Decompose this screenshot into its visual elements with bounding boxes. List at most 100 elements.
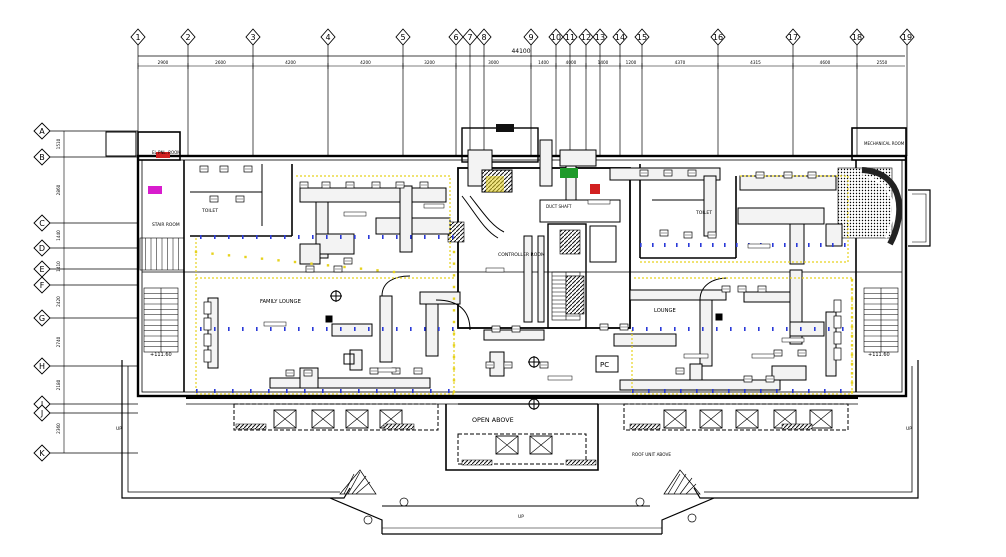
column-spacing-value: 4200 (360, 60, 371, 65)
grid-column-label: 5 (400, 33, 405, 42)
row-spacing-value: 1510 (56, 138, 61, 149)
grid-row-H: H (33, 357, 138, 375)
grid-row-K: K (33, 444, 138, 462)
row-spacing-value: 2740 (56, 336, 61, 347)
diffuser-marks (194, 235, 854, 394)
lounge-label: LOUNGE (654, 308, 676, 314)
grid-column-label: 9 (528, 33, 533, 42)
grid-row-B: B (33, 148, 138, 166)
grid-column-7: 7 (462, 28, 478, 156)
grid-rows: ABCDEFGHIJK (33, 122, 138, 462)
duct-shaft-label: DUCT SHAFT (546, 204, 572, 209)
room-labels: FAMILY LOUNGE LOUNGE TOILET TOILET STAIR… (116, 141, 912, 520)
equipment-color-marks (148, 124, 600, 194)
ffl-left-label: +111.60 (150, 352, 172, 358)
grid-row-E: E (33, 260, 138, 278)
equipment-tag-boxes (263, 199, 805, 381)
grid-row-label: E (39, 265, 44, 274)
row-spacing-value: 2860 (56, 184, 61, 195)
grid-column-8: 8 (476, 28, 492, 156)
column-spacing-value: 3000 (488, 60, 499, 65)
grid-column-label: 15 (637, 33, 647, 42)
ductwork (207, 139, 843, 391)
column-spacing-value: 2900 (158, 60, 169, 65)
grid-column-label: 12 (581, 33, 591, 42)
grid-row-label: D (39, 244, 45, 253)
up-right-label: UP (906, 426, 912, 432)
grid-column-label: 19 (902, 33, 912, 42)
grid-column-label: 18 (852, 33, 862, 42)
grid-row-label: G (39, 314, 45, 323)
grid-column-9: 9 (523, 28, 539, 156)
grid-column-label: 10 (551, 33, 561, 42)
grid-column-label: 17 (788, 33, 798, 42)
grid-column-19: 19 (899, 28, 915, 156)
column-spacing-value: 1400 (598, 60, 609, 65)
grid-column-6: 6 (448, 28, 464, 156)
grid-column-4: 4 (320, 28, 336, 156)
grid-column-label: 3 (250, 33, 255, 42)
column-spacing-value: 4600 (820, 60, 831, 65)
roof-unit-above-label: ROOF UNIT ABOVE (632, 452, 671, 457)
grid-row-label: A (39, 127, 45, 136)
grid-row-label: F (40, 281, 45, 290)
family-lounge-label: FAMILY LOUNGE (260, 299, 301, 305)
grid-column-label: 11 (565, 33, 575, 42)
grid-column-10: 10 (548, 28, 564, 156)
grid-column-11: 11 (562, 28, 578, 156)
grid-column-16: 16 (710, 28, 726, 156)
column-spacing-value: 4315 (750, 60, 761, 65)
grid-row-F: F (33, 276, 138, 294)
grid-row-A: A (33, 122, 138, 140)
row-spacing-dimensions: 1510 2860 1440 1410 2420 2740 2180 2360 (56, 131, 65, 453)
ornamental-planters (339, 469, 701, 525)
symbols (325, 290, 723, 410)
grid-column-label: 8 (481, 33, 486, 42)
hatched-areas (447, 167, 893, 315)
building-walls (105, 127, 931, 535)
grid-row-J: J (33, 404, 138, 422)
grid-column-2: 2 (180, 28, 196, 156)
controller-room-label: CONTROLLER ROOM (498, 252, 545, 258)
row-spacing-value: 2420 (56, 296, 61, 307)
overall-dimension: 44100 (138, 48, 905, 57)
column-spacing-value: 3200 (424, 60, 435, 65)
row-spacing-value: 2180 (56, 379, 61, 390)
wall-grilles (199, 165, 842, 383)
el-panel-room-label: EL PNL. ROOM (152, 150, 181, 155)
grid-row-D: D (33, 239, 138, 257)
row-spacing-value: 1410 (56, 261, 61, 272)
stair-room-label: STAIR ROOM (152, 222, 180, 228)
grid-row-label: K (39, 449, 45, 458)
up-bottom-label: UP (518, 514, 524, 520)
grid-column-label: 1 (135, 33, 140, 42)
grid-column-15: 15 (634, 28, 650, 156)
up-left-label: UP (116, 426, 122, 432)
grid-row-label: B (39, 153, 45, 162)
grid-column-label: 14 (615, 33, 625, 42)
row-spacing-value: 2360 (56, 423, 61, 434)
grid-row-label: J (40, 409, 43, 418)
grid-row-C: C (33, 214, 138, 232)
grid-row-label: C (39, 219, 45, 228)
grid-column-label: 7 (467, 33, 472, 42)
duct-bends (381, 167, 903, 331)
open-above-label: OPEN ABOVE (472, 416, 514, 424)
grid-column-label: 4 (325, 33, 330, 42)
grid-column-3: 3 (245, 28, 261, 156)
window-marks (235, 409, 833, 466)
grid-column-13: 13 (592, 28, 608, 156)
column-spacing-value: 2600 (215, 60, 226, 65)
overall-dimension-text: 44100 (511, 48, 530, 55)
grid-column-label: 16 (713, 33, 723, 42)
grid-column-label: 2 (185, 33, 190, 42)
column-spacing-value: 1200 (626, 60, 637, 65)
row-spacing-value: 1440 (56, 230, 61, 241)
grid-column-14: 14 (612, 28, 628, 156)
column-spacing-value: 1400 (538, 60, 549, 65)
toilet-right-label: TOILET (695, 210, 712, 216)
